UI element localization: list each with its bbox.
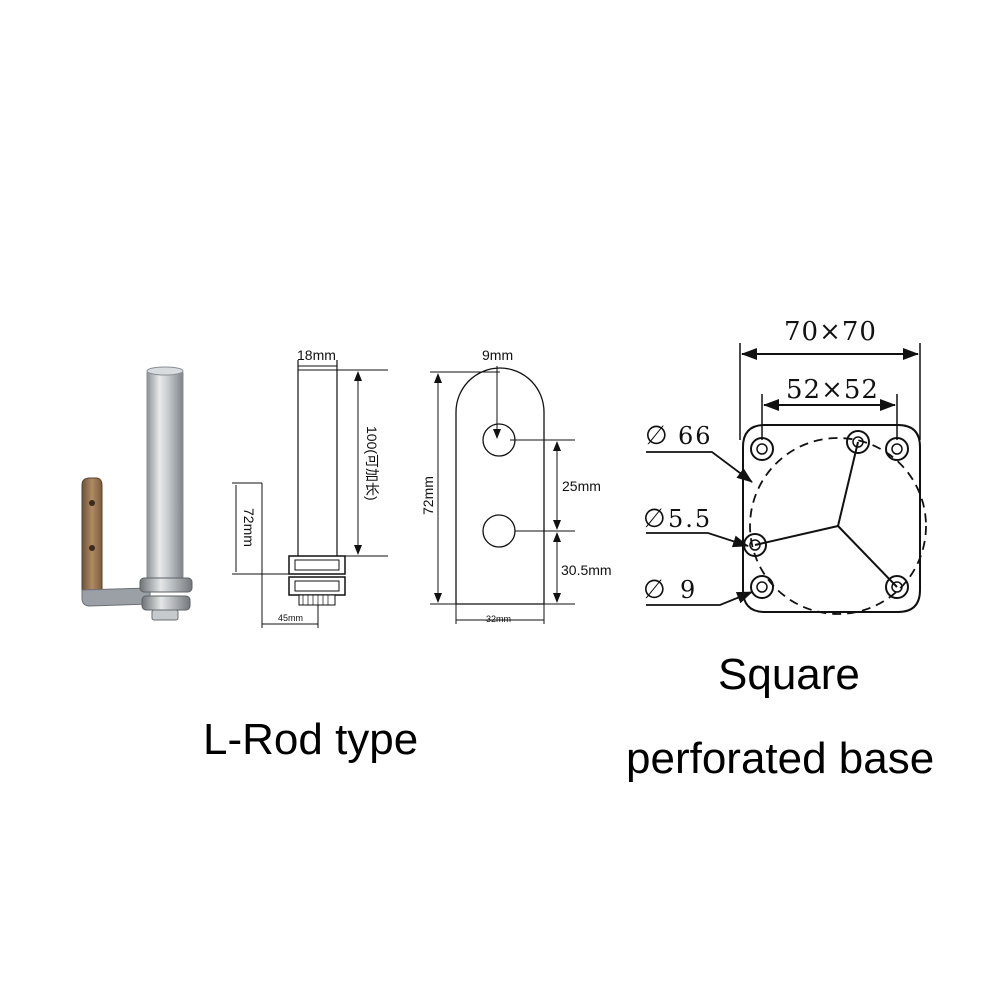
side-thread [298,594,336,606]
rod-thread [151,609,179,621]
caption-l-rod-type: L-Rod type [203,715,419,764]
leader-circle [646,451,753,483]
base-dashed-circle [749,437,927,615]
base-hole-top-mid [846,430,870,454]
side-bracket-height-label: 72mm [241,508,257,547]
l-rod-photo [81,366,193,621]
leader-large-hole [646,591,753,606]
side-width-label: 18mm [297,347,336,363]
plate-outline [455,367,545,605]
base-outline [742,424,921,613]
base-hole-top-right [885,437,909,461]
side-bracket-width-label: 45mm [278,613,303,623]
base-hole-bottom-right [885,575,909,599]
plate-height-label: 72mm [420,476,436,515]
bracket-foot [81,587,151,607]
rod-nut-lower [141,595,191,611]
rod-body [146,369,184,581]
base-large-hole-label: 9 [680,576,697,604]
caption-perforated-base: perforated base [626,734,935,783]
bracket-hole-upper [89,500,95,506]
plate-hole-label: 9mm [482,347,513,363]
plate-width-label: 32mm [486,614,511,624]
diameter-icon: ∅ [643,504,667,534]
bracket-hole-lower [89,545,95,551]
plate-spacing-label: 25mm [562,478,601,494]
plate-hole-lower [482,514,516,548]
base-hole-bottom-left [750,575,774,599]
base-inner-label: 52×52 [786,375,879,405]
diameter-icon: ∅ [643,575,667,605]
caption-square: Square [718,650,860,699]
rod-nut-upper [139,577,193,593]
base-hole-top-left [750,437,774,461]
side-length-label: 100(可加长) [364,426,380,501]
base-outer-label: 70×70 [784,317,877,347]
leader-small-hole [646,532,749,548]
square-base-drawing [646,343,927,615]
rod-top [146,366,184,376]
base-circle-label: 66 [678,422,713,450]
bracket-plate-drawing [430,366,575,624]
bracket-vertical-plate [81,477,103,599]
base-small-hole-label: 5.5 [668,505,712,533]
plate-bottom-label: 30.5mm [561,562,612,578]
side-view-drawing [232,360,388,628]
diameter-icon: ∅ [645,421,669,451]
